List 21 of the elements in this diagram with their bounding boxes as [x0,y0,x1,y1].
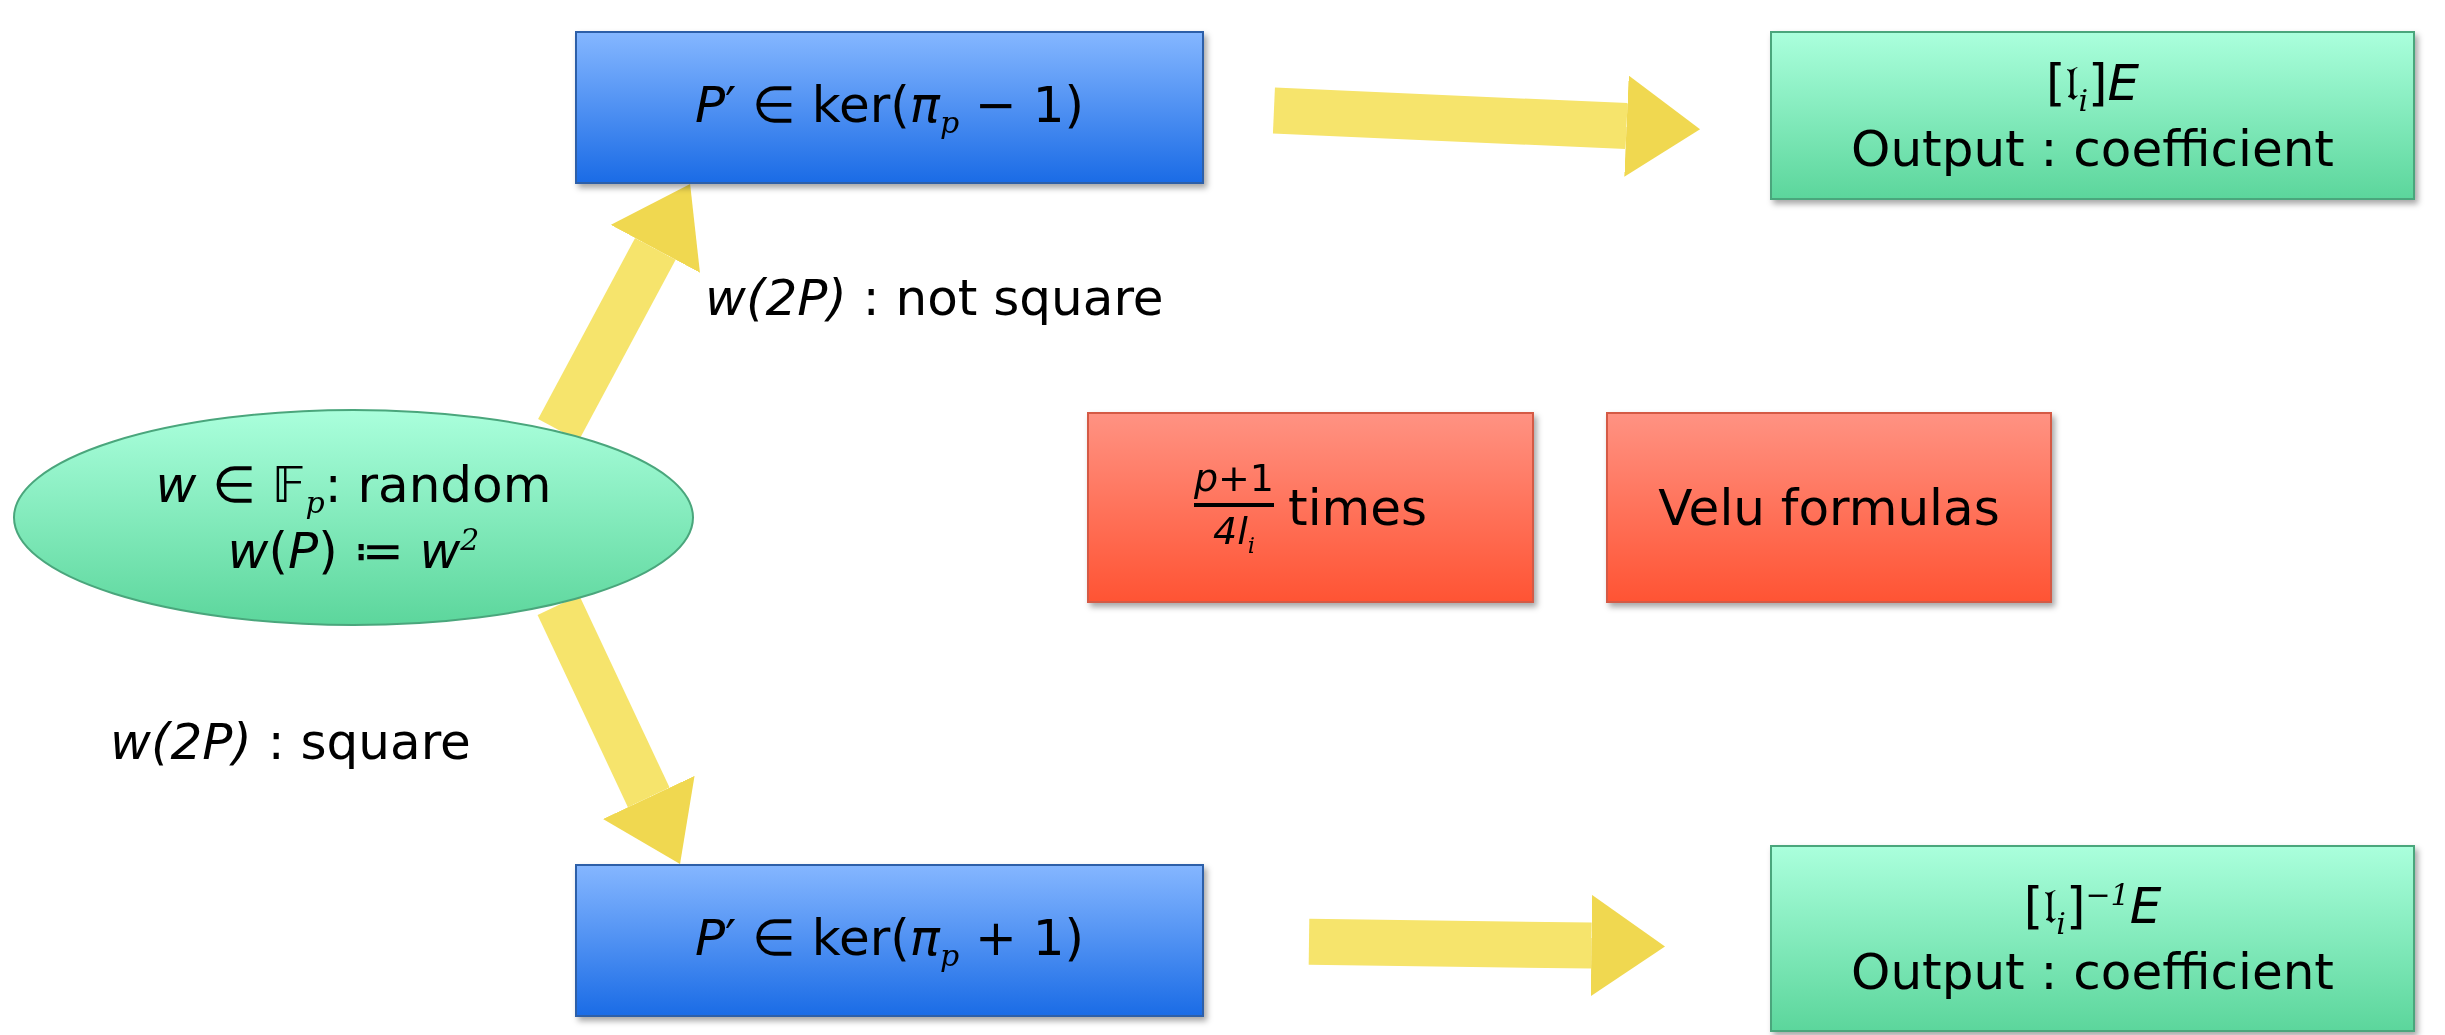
denominator: 4l$_{i}$ [1212,509,1255,560]
block-arrow [1308,894,1665,997]
process-box [1770,31,2415,200]
box-text: Velu formulas [1658,477,2000,538]
process-box [1606,412,2052,603]
math-text: w ∈ 𝔽$_{p}$: random [155,454,552,521]
process-box [575,864,1204,1017]
box-text: Output : coefficient [1851,941,2334,1002]
process-box [575,31,1204,184]
numerator: p+1 [1193,455,1275,502]
box-text: [𝔩$_{i}$]E [2045,52,2140,119]
ellipse-node [12,408,695,627]
process-box [1087,412,1534,603]
box-text: P′ ∈ ker(π$_{p}$ − 1) [694,74,1085,141]
box-text: P′ ∈ ker(π$_{p}$ + 1) [694,907,1085,974]
box-text: times [1288,477,1428,538]
box-text: [𝔩$_{i}$]$^{−1}$E [2023,875,2162,942]
box-text: Output : coefficient [1851,118,2334,179]
math-text: w(P) ≔ w$^{2}$ [227,520,480,581]
process-box [1770,845,2415,1032]
block-arrow [1272,75,1701,177]
